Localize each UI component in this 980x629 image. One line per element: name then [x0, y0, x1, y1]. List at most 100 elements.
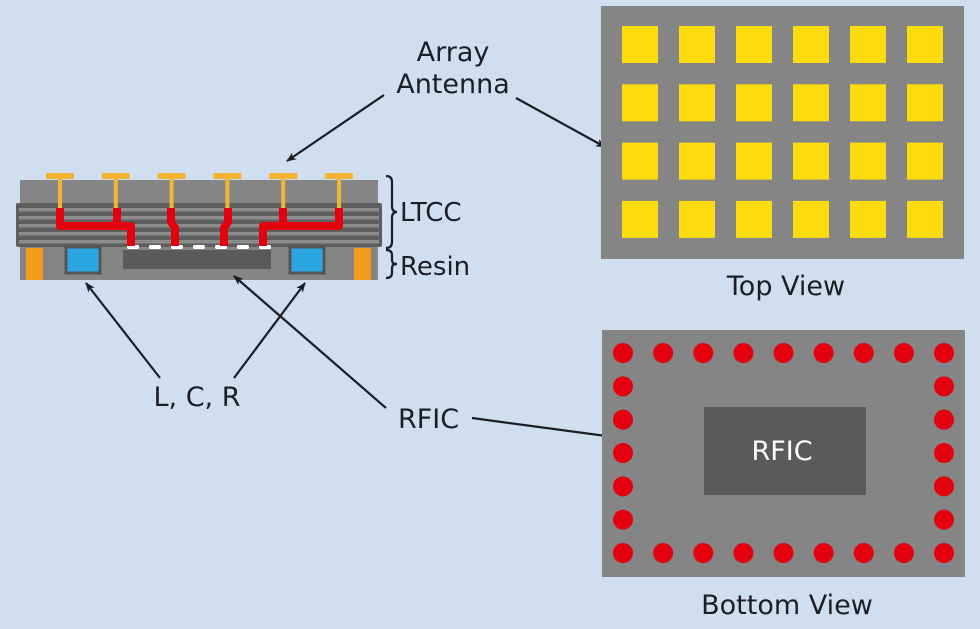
arrow-antenna-to-top-view	[515, 97, 606, 148]
antenna-patch-grid	[622, 26, 943, 238]
bottom-pad	[613, 509, 633, 530]
antenna-element-feed	[337, 178, 341, 208]
antenna-patch	[850, 84, 886, 122]
bottom-pad	[934, 476, 954, 497]
antenna-patch	[622, 84, 658, 122]
ltcc-layer-line	[19, 216, 379, 220]
top-view-caption: Top View	[726, 271, 845, 302]
bottom-view-caption: Bottom View	[701, 590, 873, 621]
feed-trace-5	[259, 208, 287, 246]
top-view-substrate	[601, 6, 964, 259]
antenna-element-feed	[58, 178, 62, 208]
antenna-patch	[793, 26, 829, 63]
bottom-pad	[733, 343, 754, 363]
cross-section	[16, 173, 382, 280]
feed-trace-4	[220, 208, 232, 246]
antenna-patch	[736, 26, 772, 63]
bottom-pad	[934, 509, 954, 530]
bottom-pad	[893, 543, 914, 563]
bottom-pad	[613, 543, 633, 563]
resin-brace	[385, 248, 398, 280]
antenna-patch	[907, 142, 943, 180]
antenna-patch	[736, 84, 772, 122]
feed-trace-6	[283, 208, 343, 230]
rfic-die-bottom-view	[704, 407, 866, 495]
bottom-pad	[733, 543, 754, 563]
ltcc-brace	[385, 174, 398, 250]
arrow-lcr-to-left-component	[85, 282, 161, 379]
antenna-patch	[907, 200, 943, 238]
antenna-element-top	[213, 173, 242, 179]
antenna-patch	[679, 84, 715, 122]
antenna-patch	[736, 200, 772, 238]
bottom-pad	[613, 376, 633, 397]
ltcc-layer-line	[19, 224, 379, 228]
antenna-element-feed	[113, 178, 118, 208]
resin-label: Resin	[400, 252, 470, 282]
antenna-patch	[907, 84, 943, 122]
antenna-patch	[793, 142, 829, 180]
side-terminal-left	[26, 248, 43, 280]
antenna-patch	[622, 26, 658, 63]
antenna-patch	[850, 200, 886, 238]
bottom-pad	[613, 409, 633, 430]
bottom-pad	[653, 543, 674, 563]
ltcc-layer-line	[19, 240, 379, 244]
antenna-patch	[850, 26, 886, 63]
bottom-pad	[773, 543, 794, 563]
antenna-patch	[736, 142, 772, 180]
bottom-pad	[613, 343, 633, 363]
antenna-element-feed	[225, 178, 230, 208]
bottom-view: RFIC	[602, 330, 965, 577]
array-antenna-label-line1: Array	[417, 37, 490, 68]
antenna-patch	[622, 142, 658, 180]
side-terminal-right	[354, 248, 371, 280]
rfic-die-cross-section	[123, 250, 271, 269]
bottom-pad	[613, 443, 633, 463]
ltcc-layer-line	[19, 208, 379, 212]
arrow-rfic-to-cross-section	[233, 275, 387, 409]
antenna-element-top	[325, 173, 353, 179]
antenna-patch	[622, 200, 658, 238]
lcr-label: L, C, R	[154, 382, 241, 413]
antenna-layer	[20, 180, 378, 204]
bottom-pad	[893, 343, 914, 363]
antenna-patch	[793, 84, 829, 122]
solder-bump	[237, 245, 249, 249]
bottom-pad	[693, 543, 714, 563]
solder-bump	[193, 245, 205, 249]
bottom-pad	[934, 443, 954, 463]
antenna-element-top	[157, 173, 186, 179]
bottom-pad	[853, 543, 874, 563]
feed-traces	[56, 208, 343, 246]
top-view	[601, 6, 964, 259]
arrow-lcr-to-right-component	[233, 282, 306, 379]
antenna-element-top	[269, 173, 298, 179]
bottom-pad	[693, 343, 714, 363]
antenna-element-top	[101, 173, 130, 179]
bottom-pad-ring	[613, 343, 954, 563]
bottom-pad	[934, 343, 954, 363]
bottom-pad	[653, 343, 674, 363]
antenna-element-top	[46, 173, 74, 179]
antenna-patch	[793, 200, 829, 238]
bottom-pad	[813, 543, 834, 563]
antenna-patch	[907, 26, 943, 63]
arrow-antenna-to-cross-section	[286, 94, 385, 162]
bottom-pad	[934, 543, 954, 563]
antenna-element-feed	[281, 178, 286, 208]
antenna-patch	[679, 200, 715, 238]
bottom-pad	[613, 476, 633, 497]
ltcc-layer-line	[19, 232, 379, 236]
rfic-die-label: RFIC	[751, 436, 812, 467]
bottom-pad	[773, 343, 794, 363]
passive-component-left	[64, 245, 102, 275]
antenna-elements	[46, 173, 353, 208]
solder-bump	[149, 245, 161, 249]
passive-component-right	[288, 245, 326, 275]
feed-trace-1	[56, 208, 117, 230]
bottom-pad	[934, 376, 954, 397]
bottom-pad	[853, 343, 874, 363]
